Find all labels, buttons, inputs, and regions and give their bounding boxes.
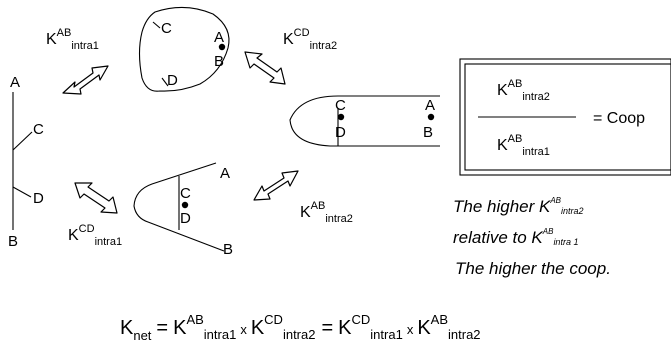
k-ab-intra2-bottom-label: KABintra2	[300, 200, 353, 225]
linear-label-d: D	[33, 190, 44, 207]
svg-text:The higher KABintra2: The higher KABintra2	[453, 196, 584, 216]
equilibrium-arrow-bottom-left	[74, 182, 118, 214]
linear-label-a: A	[10, 74, 20, 91]
k-cd-intra1-bottom-label: KCDintra1	[68, 223, 122, 248]
closed-label-d: D	[335, 124, 346, 141]
handwritten-note: The higher KABintra2 relative to KABintr…	[453, 196, 611, 278]
top-loop-label-c: C	[161, 20, 172, 37]
note-line-2: relative to K	[453, 228, 543, 247]
fork-label-d: D	[180, 210, 191, 227]
bottom-fork: C D A B	[133, 162, 233, 258]
note-line-3: The higher the coop.	[455, 259, 611, 278]
bound-dot-ab	[427, 113, 435, 121]
closed-label-b: B	[423, 124, 433, 141]
top-loop-label-b: B	[214, 53, 224, 70]
closed-label-a: A	[425, 97, 435, 114]
linear-label-c: C	[33, 121, 44, 138]
fork-label-a: A	[220, 165, 230, 182]
top-loop: C A B D	[138, 6, 230, 92]
equilibrium-arrow-top-left	[62, 65, 109, 95]
linear-strand: A C D B	[8, 74, 44, 250]
ratio-numerator: KABintra2	[497, 78, 550, 103]
k-cd-intra2-top-label: KCDintra2	[283, 27, 337, 52]
k-symbol: K	[46, 31, 57, 48]
bound-dot-top	[218, 43, 226, 51]
svg-text:KCDintra1: KCDintra1	[68, 223, 122, 248]
equilibrium-arrow-top-right	[244, 51, 286, 85]
top-loop-label-a: A	[214, 29, 224, 46]
closed-double-loop: C D A B	[289, 95, 440, 147]
closed-label-c: C	[335, 97, 346, 114]
ratio-result: = Coop	[593, 110, 645, 127]
bound-dot-cd	[337, 113, 345, 121]
note-line-1: The higher K	[453, 197, 551, 216]
bound-dot-bottom	[181, 201, 189, 209]
svg-text:relative to KABintra 1: relative to KABintra 1	[453, 227, 578, 247]
ratio-box: KABintra2 KABintra1 = Coop	[459, 58, 671, 176]
svg-text:KCDintra2: KCDintra2	[283, 27, 337, 52]
top-loop-label-d: D	[167, 72, 178, 89]
svg-text:KABintra1: KABintra1	[46, 27, 99, 52]
ratio-denominator: KABintra1	[497, 133, 550, 158]
fork-label-c: C	[180, 185, 191, 202]
linear-label-b: B	[8, 233, 18, 250]
svg-text:KABintra2: KABintra2	[300, 200, 353, 225]
fork-label-b: B	[223, 241, 233, 258]
equilibrium-arrow-bottom-right	[253, 170, 299, 201]
k-ab-intra1-top-label: KABintra1	[46, 27, 99, 52]
